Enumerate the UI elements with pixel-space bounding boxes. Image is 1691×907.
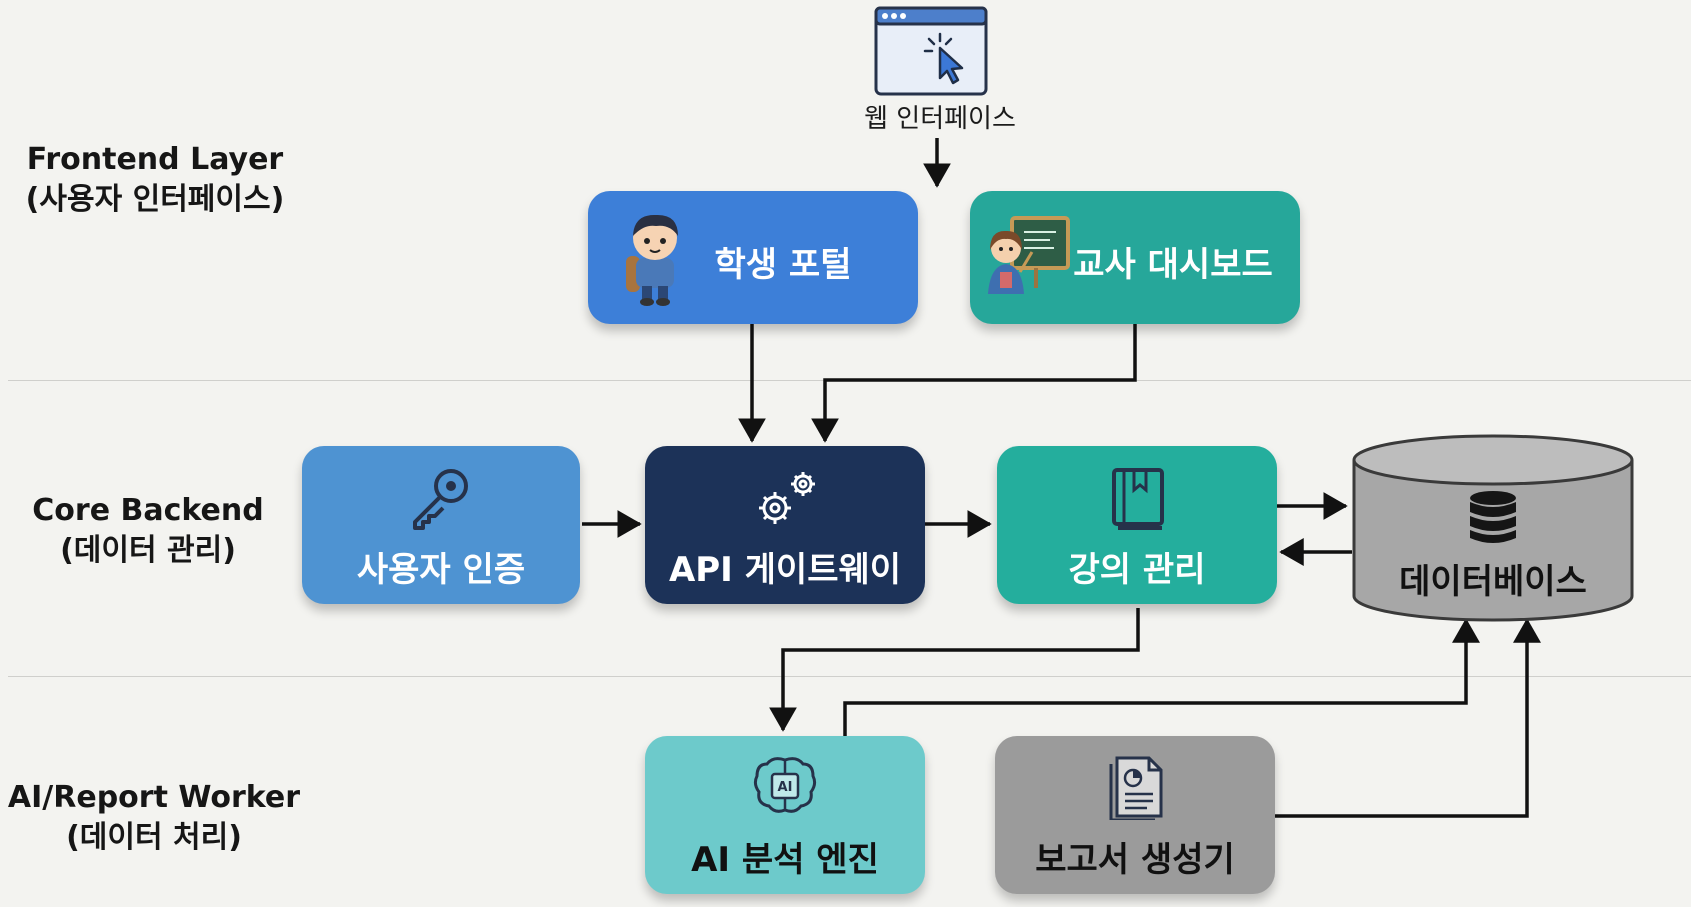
- teacher-dashboard-node[interactable]: 교사 대시보드: [970, 191, 1300, 324]
- layer-label-backend: Core Backend (데이터 관리): [0, 491, 298, 571]
- student-portal-node[interactable]: 학생 포털: [588, 191, 918, 324]
- student-icon: [622, 208, 688, 312]
- arrow-course-to-ai: [769, 608, 1140, 732]
- layer-label-frontend: Frontend Layer (사용자 인터페이스): [5, 140, 305, 220]
- report-generator-node[interactable]: 보고서 생성기: [995, 736, 1275, 894]
- browser-cursor-icon: [874, 6, 988, 96]
- layer-title: Core Backend: [32, 493, 264, 528]
- layer-divider: [8, 676, 1691, 677]
- course-management-node[interactable]: 강의 관리: [997, 446, 1277, 604]
- teacher-dashboard-label: 교사 대시보드: [1073, 245, 1273, 285]
- database-node[interactable]: 데이터베이스: [1352, 434, 1634, 624]
- arrow-ai-to-db: [843, 618, 1480, 736]
- course-management-label: 강의 관리: [1068, 550, 1206, 590]
- layer-title: Frontend Layer: [26, 142, 284, 177]
- arrow-report-to-db: [1275, 618, 1541, 818]
- report-generator-label: 보고서 생성기: [1035, 840, 1235, 880]
- arrow-teacher-to-gateway: [811, 324, 1137, 443]
- database-label: 데이터베이스: [1399, 562, 1587, 602]
- database-icon: [1468, 490, 1518, 550]
- layer-label-worker: AI/Report Worker (데이터 처리): [4, 778, 304, 858]
- ai-engine-node[interactable]: AI AI 분석 엔진: [645, 736, 925, 894]
- layer-title: AI/Report Worker: [7, 780, 301, 815]
- teacher-icon: [984, 216, 1070, 300]
- book-icon: [1110, 466, 1166, 536]
- student-portal-label: 학생 포털: [714, 245, 852, 285]
- ai-engine-label: AI 분석 엔진: [691, 840, 879, 880]
- api-gateway-node[interactable]: API 게이트웨이: [645, 446, 925, 604]
- web-interface-label: 웹 인터페이스: [864, 104, 1016, 134]
- user-auth-node[interactable]: 사용자 인증: [302, 446, 580, 604]
- svg-text:AI: AI: [778, 780, 793, 795]
- layer-subtitle: (사용자 인터페이스): [25, 182, 285, 217]
- key-icon: [409, 466, 473, 534]
- brain-ai-icon: AI: [751, 754, 819, 822]
- gears-icon: [751, 468, 821, 534]
- user-auth-label: 사용자 인증: [356, 550, 526, 590]
- report-document-icon: [1107, 754, 1165, 824]
- api-gateway-label: API 게이트웨이: [668, 550, 902, 590]
- layer-subtitle: (데이터 관리): [60, 533, 236, 568]
- layer-subtitle: (데이터 처리): [66, 820, 242, 855]
